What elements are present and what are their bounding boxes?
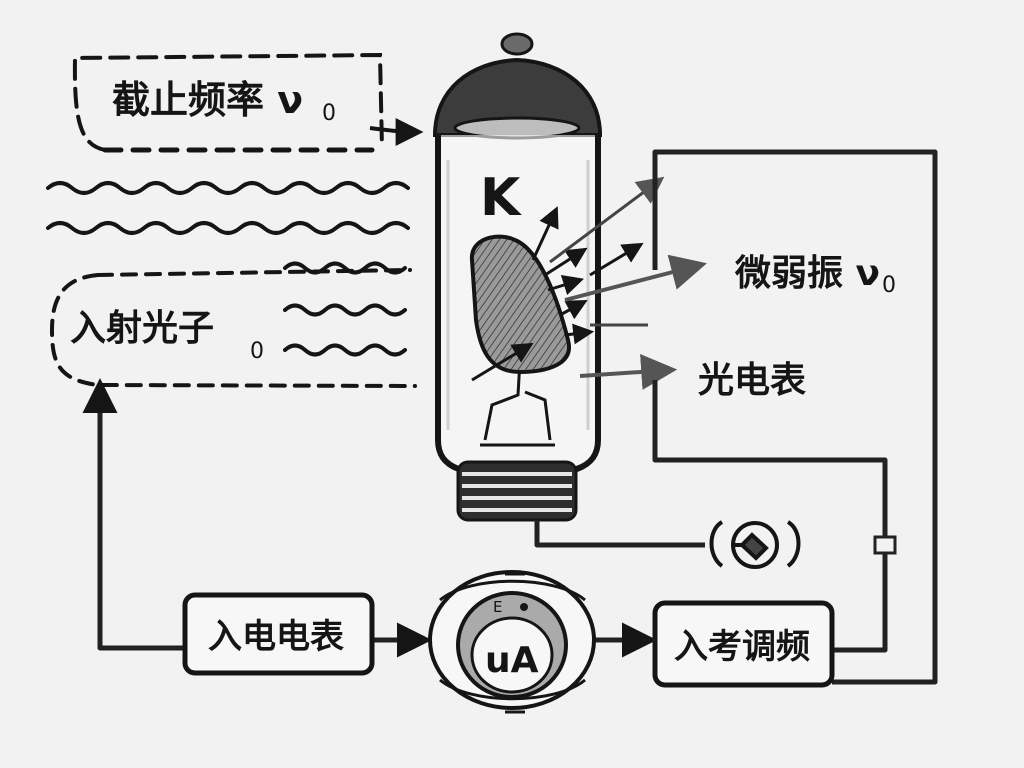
threshold-frequency-callout: 截止频率 ν 0	[72, 52, 424, 153]
wire-switch	[873, 535, 897, 555]
meter-unit-label: uA	[485, 640, 539, 681]
photoelectron-arrow	[564, 254, 707, 302]
microammeter: uA E	[428, 570, 596, 714]
electrode-stem	[480, 359, 555, 447]
photoelectron-arrow	[559, 299, 588, 320]
incident-light-waves	[46, 181, 410, 357]
emitted-light-subscript: 0	[882, 273, 896, 298]
tube-cap	[432, 57, 603, 137]
photoelectron-arrows	[471, 176, 707, 390]
photoelectric-tube: K	[432, 32, 603, 522]
photoelectron-arrow	[589, 242, 644, 277]
outer-loop-wire	[652, 149, 938, 685]
light-wave	[283, 261, 407, 275]
photoelectron-arrow	[544, 247, 588, 277]
threshold-pointer-arrow	[369, 117, 424, 146]
meter-top-mark: E	[493, 598, 502, 616]
left-circuit-box-label: 入电电表	[208, 617, 344, 657]
photoelectron-arrow	[549, 176, 665, 264]
right-circuit-box-label: 入考调频	[674, 627, 810, 667]
meter-face	[470, 616, 554, 694]
emitted-light-label: 微弱振 ν	[734, 253, 880, 294]
base-lead-wire	[534, 520, 705, 548]
threshold-frequency-label: 截止频率 ν	[112, 78, 303, 122]
right-circuit-box: 入考调频	[652, 600, 835, 688]
lamp-symbol	[709, 520, 801, 569]
cathode-label: K	[480, 168, 522, 228]
inner-loop-wire	[652, 380, 888, 653]
photoelectron-arrow	[531, 206, 559, 261]
left-feed-wire	[82, 378, 185, 651]
photoelectron-meter-label: 光电表	[698, 360, 806, 401]
light-wave	[46, 221, 410, 235]
photoelectron-arrow	[547, 274, 585, 296]
incident-photon-subscript: 0	[250, 339, 264, 364]
light-wave	[46, 181, 410, 195]
tube-base	[456, 460, 578, 522]
tube-tip	[500, 32, 534, 56]
incident-photon-callout: 入射光子 0	[49, 268, 417, 388]
cathode-plate	[469, 234, 572, 375]
light-wave	[283, 343, 407, 357]
left-circuit-box: 入电电表	[182, 592, 375, 676]
light-wave	[283, 303, 407, 317]
circuit-wires	[82, 149, 938, 685]
photoelectron-arrow	[564, 323, 595, 345]
incident-photon-label: 入射光子	[70, 308, 214, 349]
photoelectron-arrow	[471, 342, 534, 382]
threshold-frequency-subscript: 0	[322, 101, 336, 126]
photoelectron-arrow	[579, 353, 678, 390]
